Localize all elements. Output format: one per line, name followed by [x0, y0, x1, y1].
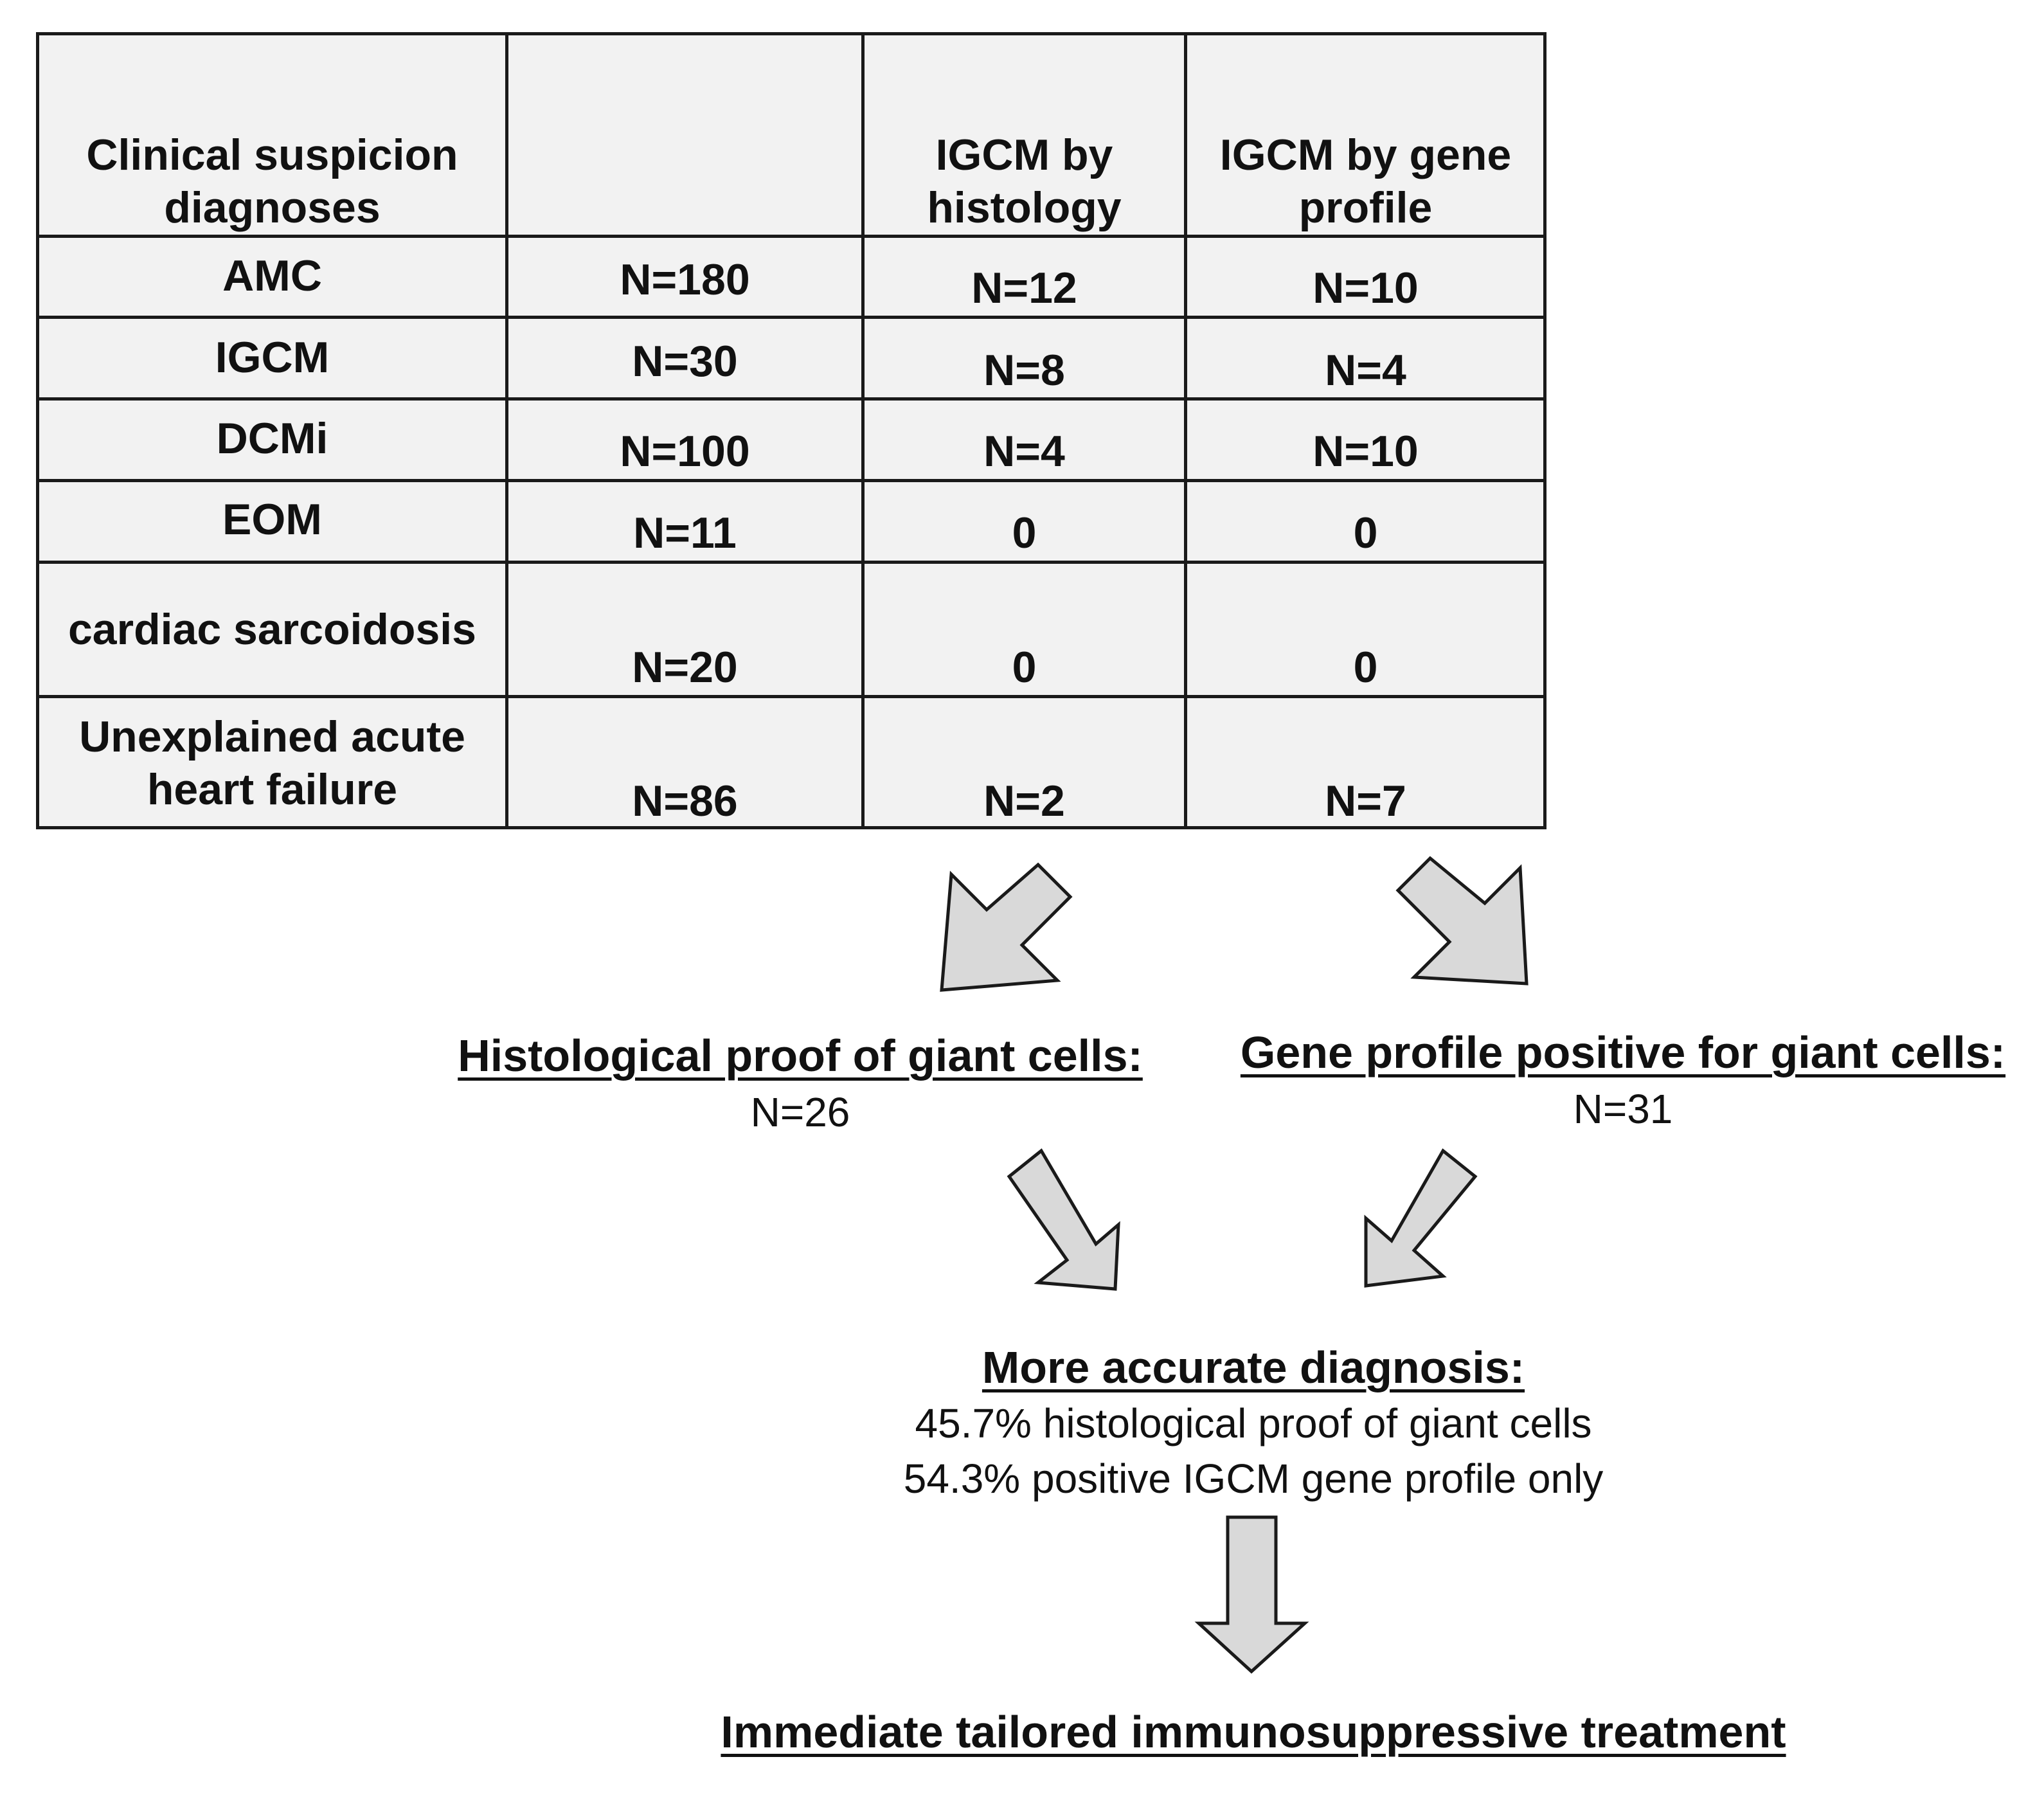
- table-cell-gene: N=10: [1313, 427, 1419, 476]
- table-cell-histology: N=8: [983, 346, 1065, 395]
- arrow-down-left-icon: [940, 862, 1073, 992]
- table-cell-count: N=180: [620, 255, 750, 304]
- diagnosis-box-title: More accurate diagnosis:: [982, 1342, 1525, 1392]
- diagnosis-table: Clinical suspicion diagnoses IGCM by his…: [36, 32, 1546, 829]
- table-cell-diagnosis: Unexplained acute heart failure: [79, 712, 465, 814]
- table-cell-gene: N=4: [1325, 346, 1406, 395]
- table-cell-count: N=20: [632, 643, 738, 692]
- table-grid-line: [39, 695, 1543, 698]
- gene-box-value: N=31: [1573, 1086, 1673, 1132]
- table-grid-line: [39, 397, 1543, 401]
- table-grid-line: [39, 479, 1543, 482]
- table-cell-count: N=11: [633, 509, 737, 557]
- table-cell-gene: 0: [1353, 509, 1378, 557]
- histology-box-value: N=26: [750, 1089, 850, 1135]
- table-cell-histology: N=4: [983, 427, 1065, 476]
- table-cell-histology: N=2: [983, 777, 1065, 825]
- table-cell-diagnosis: IGCM: [215, 333, 330, 382]
- arrow-down-right-icon: [1395, 856, 1529, 986]
- table-cell-count: N=30: [632, 337, 738, 386]
- table-grid-line: [39, 316, 1543, 319]
- table-header-histology: IGCM by histology: [927, 131, 1122, 232]
- table-header-gene-profile: IGCM by gene profile: [1219, 131, 1512, 232]
- arrow-down-right-icon: [1007, 1148, 1120, 1291]
- gene-box-title: Gene profile positive for giant cells:: [1240, 1027, 2006, 1077]
- table-grid-line: [1184, 35, 1187, 826]
- table-grid-line: [861, 35, 865, 826]
- table-grid-line: [39, 235, 1543, 238]
- histology-box-title: Histological proof of giant cells:: [458, 1031, 1143, 1081]
- table-cell-gene: N=10: [1313, 264, 1419, 312]
- arrow-down-icon: [1194, 1515, 1309, 1674]
- table-cell-diagnosis: AMC: [222, 251, 322, 300]
- table-cell-diagnosis: DCMi: [216, 414, 328, 463]
- table-cell-gene: 0: [1353, 643, 1378, 692]
- table-cell-gene: N=7: [1325, 777, 1406, 825]
- table-cell-histology: N=12: [971, 264, 1077, 312]
- table-cell-histology: 0: [1012, 643, 1037, 692]
- diagnosis-box-line1: 45.7% histological proof of giant cells: [915, 1400, 1592, 1446]
- diagnosis-box-line2: 54.3% positive IGCM gene profile only: [903, 1455, 1604, 1502]
- table-cell-histology: 0: [1012, 509, 1037, 557]
- table-grid-line: [505, 35, 508, 826]
- table-cell-diagnosis: EOM: [222, 495, 322, 544]
- table-header-diagnoses: Clinical suspicion diagnoses: [86, 131, 458, 232]
- treatment-title: Immediate tailored immunosuppressive tre…: [721, 1707, 1786, 1757]
- table-cell-diagnosis: cardiac sarcoidosis: [67, 605, 476, 654]
- table-cell-count: N=100: [620, 427, 750, 476]
- arrow-down-left-icon: [1364, 1148, 1478, 1288]
- table-grid-line: [39, 561, 1543, 564]
- table-cell-count: N=86: [632, 777, 738, 825]
